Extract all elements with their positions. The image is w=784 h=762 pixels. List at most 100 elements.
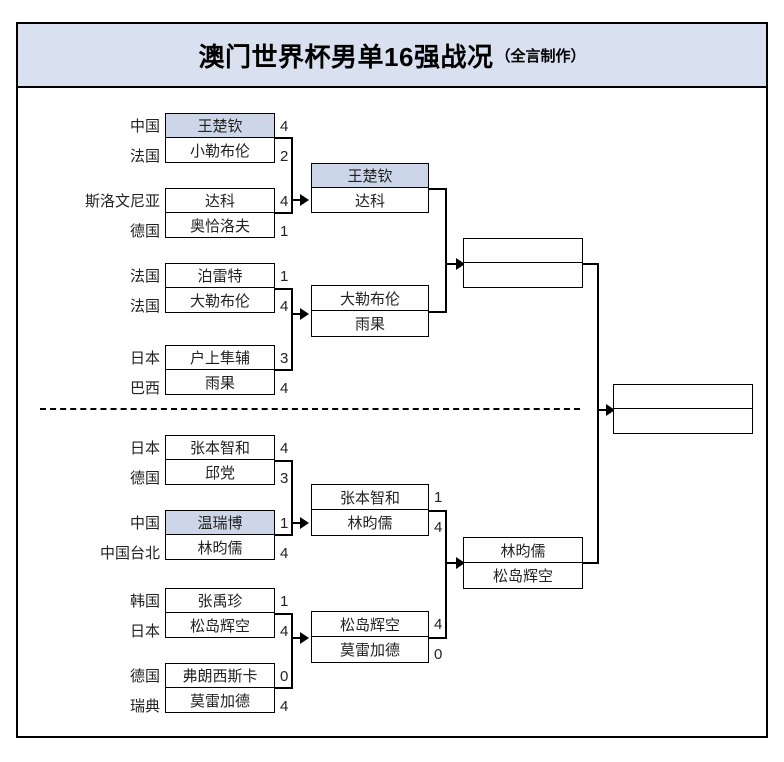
match-box-r16-2[interactable]: 达科 奥恰洛夫 (165, 188, 275, 238)
country-label: 法国 (129, 268, 160, 285)
player-slot[interactable]: 王楚钦 (166, 114, 274, 138)
score-value: 4 (280, 698, 289, 715)
connector (429, 637, 447, 639)
match-box-qf-2[interactable]: 大勒布伦 雨果 (311, 285, 429, 337)
connector-arrow (456, 557, 465, 569)
country-label: 德国 (129, 668, 160, 685)
score-value: 4 (280, 440, 289, 457)
player-slot[interactable]: 松岛辉空 (312, 612, 428, 637)
score-value: 1 (280, 593, 289, 610)
player-slot[interactable]: 达科 (166, 189, 274, 213)
connector-arrow (300, 632, 309, 644)
player-slot[interactable] (464, 263, 582, 287)
country-label: 德国 (129, 223, 160, 240)
match-box-sf-2[interactable]: 林昀儒 松岛辉空 (463, 537, 583, 589)
connector (291, 522, 307, 524)
connector (429, 311, 447, 313)
score-value: 4 (280, 118, 289, 135)
connector (291, 637, 307, 639)
score-value: 0 (280, 668, 289, 685)
player-slot[interactable]: 林昀儒 (197, 539, 243, 557)
player-slot[interactable]: 泊雷特 (166, 264, 274, 288)
player-slot[interactable] (614, 385, 752, 409)
score-value: 1 (280, 515, 289, 532)
connector-arrow (300, 308, 309, 320)
score-value: 3 (280, 470, 289, 487)
match-box-final[interactable] (613, 384, 753, 434)
player-slot[interactable]: 温瑞博 (166, 511, 274, 535)
connector (597, 263, 599, 563)
connector (291, 313, 307, 315)
country-label: 中国台北 (99, 545, 160, 562)
player-slot[interactable]: 奥恰洛夫 (189, 217, 250, 235)
match-box-r16-8[interactable]: 弗朗西斯卡 莫雷加德 (165, 663, 275, 713)
match-box-r16-7[interactable]: 张禹珍 松岛辉空 (165, 588, 275, 638)
connector (445, 188, 447, 312)
page-title-credit: （全言制作） (495, 47, 586, 65)
connector (275, 369, 293, 371)
connector (291, 199, 307, 201)
country-label: 巴西 (129, 380, 160, 397)
score-value: 4 (280, 545, 289, 562)
player-slot[interactable]: 户上隼辅 (166, 346, 274, 370)
connector (291, 460, 293, 535)
player-slot[interactable]: 松岛辉空 (492, 568, 553, 585)
player-slot[interactable]: 大勒布伦 (189, 292, 250, 310)
connector-arrow (300, 517, 309, 529)
player-slot[interactable]: 莫雷加德 (189, 692, 250, 710)
country-label: 法国 (129, 148, 160, 165)
player-slot[interactable]: 张本智和 (312, 485, 428, 510)
player-slot[interactable]: 小勒布伦 (189, 142, 250, 160)
player-slot[interactable] (614, 409, 752, 433)
player-slot[interactable]: 林昀儒 (464, 538, 582, 563)
connector-arrow (300, 194, 309, 206)
connector (445, 562, 463, 564)
score-value: 4 (434, 519, 443, 536)
connector (275, 460, 293, 462)
match-box-r16-4[interactable]: 户上隼辅 雨果 (165, 345, 275, 395)
connector (445, 263, 463, 265)
score-value: 4 (280, 193, 289, 210)
score-value: 1 (280, 223, 289, 240)
player-slot[interactable]: 大勒布伦 (312, 286, 428, 311)
connector-arrow (456, 258, 465, 270)
connector (583, 562, 599, 564)
match-box-r16-6[interactable]: 温瑞博 林昀儒 (165, 510, 275, 560)
country-label: 中国 (129, 515, 160, 532)
player-slot[interactable]: 达科 (354, 192, 385, 210)
connector (429, 188, 447, 190)
match-box-r16-3[interactable]: 泊雷特 大勒布伦 (165, 263, 275, 313)
connector (291, 613, 293, 688)
match-box-qf-4[interactable]: 松岛辉空 莫雷加德 (311, 611, 429, 663)
match-box-sf-1[interactable] (463, 238, 583, 288)
player-slot[interactable]: 邱党 (204, 464, 235, 482)
player-slot[interactable]: 弗朗西斯卡 (166, 664, 274, 688)
country-label: 日本 (129, 440, 160, 457)
player-slot[interactable]: 雨果 (204, 374, 235, 392)
country-label: 法国 (129, 298, 160, 315)
score-value: 2 (280, 148, 289, 165)
country-label: 斯洛文尼亚 (84, 193, 160, 210)
country-label: 韩国 (129, 593, 160, 610)
score-value: 3 (280, 350, 289, 367)
player-slot[interactable] (464, 239, 582, 263)
score-value: 4 (280, 380, 289, 397)
match-box-qf-3[interactable]: 张本智和 林昀儒 (311, 484, 429, 536)
connector (275, 613, 293, 615)
player-slot[interactable]: 雨果 (354, 316, 385, 333)
connector (445, 510, 447, 637)
player-slot[interactable]: 张本智和 (166, 436, 274, 460)
match-box-qf-1[interactable]: 王楚钦 达科 (311, 163, 429, 213)
player-slot[interactable]: 莫雷加德 (339, 642, 400, 659)
match-box-r16-5[interactable]: 张本智和 邱党 (165, 435, 275, 485)
player-slot[interactable]: 林昀儒 (347, 515, 393, 532)
player-slot[interactable]: 张禹珍 (166, 589, 274, 613)
connector (275, 212, 293, 214)
connector (429, 510, 447, 512)
connector (583, 263, 599, 265)
player-slot[interactable]: 王楚钦 (312, 164, 428, 188)
player-slot[interactable]: 松岛辉空 (189, 617, 250, 635)
match-box-r16-1[interactable]: 王楚钦 小勒布伦 (165, 113, 275, 163)
connector (275, 534, 293, 536)
